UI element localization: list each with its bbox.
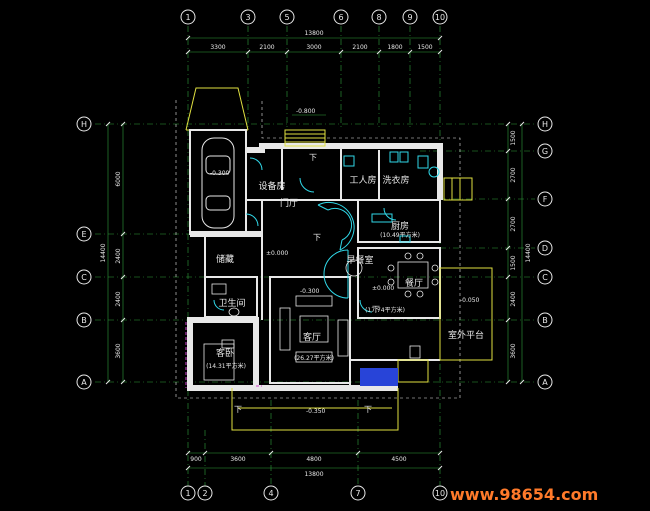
axis-label: 4 (268, 489, 273, 498)
axis-label: A (81, 378, 87, 387)
axis-label: H (542, 120, 548, 129)
terraces (231, 129, 493, 431)
room-servant: 工人房 (349, 174, 376, 186)
level-dining: ±0.000 (372, 285, 394, 292)
dim-seg: 2400 (115, 291, 122, 306)
room-guest: 客卧 (216, 347, 234, 359)
room-dining: 餐厅 (405, 277, 423, 289)
axis-label: 1 (185, 13, 190, 22)
grid-lines (95, 26, 535, 486)
room-breakfast: 早餐室 (346, 254, 373, 266)
dim-total: 13800 (304, 30, 323, 37)
axis-label: 10 (435, 489, 445, 498)
dim-seg: 2100 (259, 44, 274, 51)
dim-seg: 1500 (417, 44, 432, 51)
axis-label: 8 (376, 13, 381, 22)
axis-label: B (81, 316, 87, 325)
level-hall: -0.300 (300, 288, 320, 295)
dim-total: 14400 (525, 243, 532, 262)
room-foyer: 门厅 (280, 197, 298, 209)
dim-seg: 2400 (115, 248, 122, 263)
pool-marker (360, 368, 398, 386)
axis-label: E (81, 230, 86, 239)
dim-total: 14400 (100, 243, 107, 262)
section-marks (185, 322, 262, 388)
axis-label: 1 (185, 489, 190, 498)
room-bathroom: 卫生间 (218, 297, 245, 309)
stairs-and-doors (213, 151, 440, 313)
dim-seg: 3000 (306, 44, 321, 51)
down-label: 下 (372, 305, 380, 314)
axis-label: A (542, 378, 548, 387)
watermark: www.98654.com (450, 485, 598, 504)
dim-seg: 900 (190, 456, 202, 463)
room-hall-area: (26.27平方米) (294, 354, 334, 362)
dim-seg: 3600 (230, 456, 245, 463)
room-equipment: 设备房 (258, 180, 285, 192)
axis-label: 9 (407, 13, 412, 22)
dim-seg: 1500 (510, 255, 517, 270)
room-dining-area: (17.74平方米) (365, 306, 405, 314)
axis-bubbles-bottom: 1 2 4 7 10 (180, 485, 448, 501)
room-labels: 设备房 洗衣房 工人房 门厅 厨房 (10.49平方米) 储藏 早餐室 餐厅 (… (206, 174, 484, 370)
axis-label: 6 (338, 13, 343, 22)
level-entry: ±0.000 (266, 250, 288, 257)
down-label: 下 (309, 153, 317, 162)
room-hall: 客厅 (303, 331, 321, 343)
room-storage: 储藏 (216, 253, 234, 265)
level-north: -0.800 (296, 108, 316, 115)
axis-label: H (81, 120, 87, 129)
room-terrace: 室外平台 (448, 329, 484, 341)
axis-label: 2 (202, 489, 207, 498)
dim-total: 13800 (304, 471, 323, 478)
garage: -0.300 (185, 87, 249, 235)
axis-label: 3 (245, 13, 250, 22)
dim-seg: 1800 (387, 44, 402, 51)
axis-bubbles-left: H E C B A (76, 116, 92, 390)
axis-label: D (542, 244, 548, 253)
dim-seg: 3600 (510, 343, 517, 358)
dim-seg: 3600 (115, 343, 122, 358)
dim-seg: 2100 (352, 44, 367, 51)
down-labels: 下 下 下 下 下 (234, 153, 380, 414)
axis-bubbles-top: 1 3 5 6 8 9 10 (180, 9, 448, 25)
level-labels: -0.800 ±0.000 -0.300 ±0.000 -0.050 -0.35… (266, 108, 480, 415)
axis-label: B (542, 316, 548, 325)
room-guest-area: (14.31平方米) (206, 362, 246, 370)
dim-seg: 1500 (510, 130, 517, 145)
dimension-texts-bottom: 900 3600 4800 4500 13800 (190, 456, 407, 478)
room-kitchen-area: (10.49平方米) (380, 231, 420, 239)
dimension-texts-right: 14400 1500 2700 2700 1500 2400 3600 (510, 130, 532, 358)
dim-seg: 2700 (510, 216, 517, 231)
car-icon (201, 137, 235, 229)
axis-label: 5 (284, 13, 289, 22)
axis-label: C (81, 273, 87, 282)
axis-label: F (543, 195, 548, 204)
dim-seg: 2700 (510, 167, 517, 182)
down-label: 下 (313, 233, 321, 242)
dim-seg: 6000 (115, 171, 122, 186)
down-label: 下 (364, 405, 372, 414)
level-terrace: -0.050 (460, 297, 480, 304)
dim-seg: 2400 (510, 291, 517, 306)
axis-label: 7 (355, 489, 360, 498)
dimension-texts-left: 14400 6000 2400 2400 3600 (100, 171, 122, 358)
axis-label: 10 (435, 13, 445, 22)
level-south: -0.350 (306, 408, 326, 415)
dim-seg: 4500 (391, 456, 406, 463)
eaves-outline (175, 100, 461, 399)
down-label: 下 (234, 405, 242, 414)
walls (187, 143, 443, 391)
furniture (203, 252, 439, 381)
axis-label: G (542, 147, 548, 156)
dim-seg: 3300 (210, 44, 225, 51)
axis-label: C (542, 273, 548, 282)
level-label: -0.300 (210, 170, 230, 177)
room-laundry: 洗衣房 (382, 174, 409, 186)
axis-bubbles-right: H G F D C B A (537, 116, 553, 390)
room-kitchen: 厨房 (391, 220, 409, 232)
dim-seg: 4800 (306, 456, 321, 463)
dimension-texts-top: 13800 3300 2100 3000 2100 1800 1500 (210, 30, 432, 51)
